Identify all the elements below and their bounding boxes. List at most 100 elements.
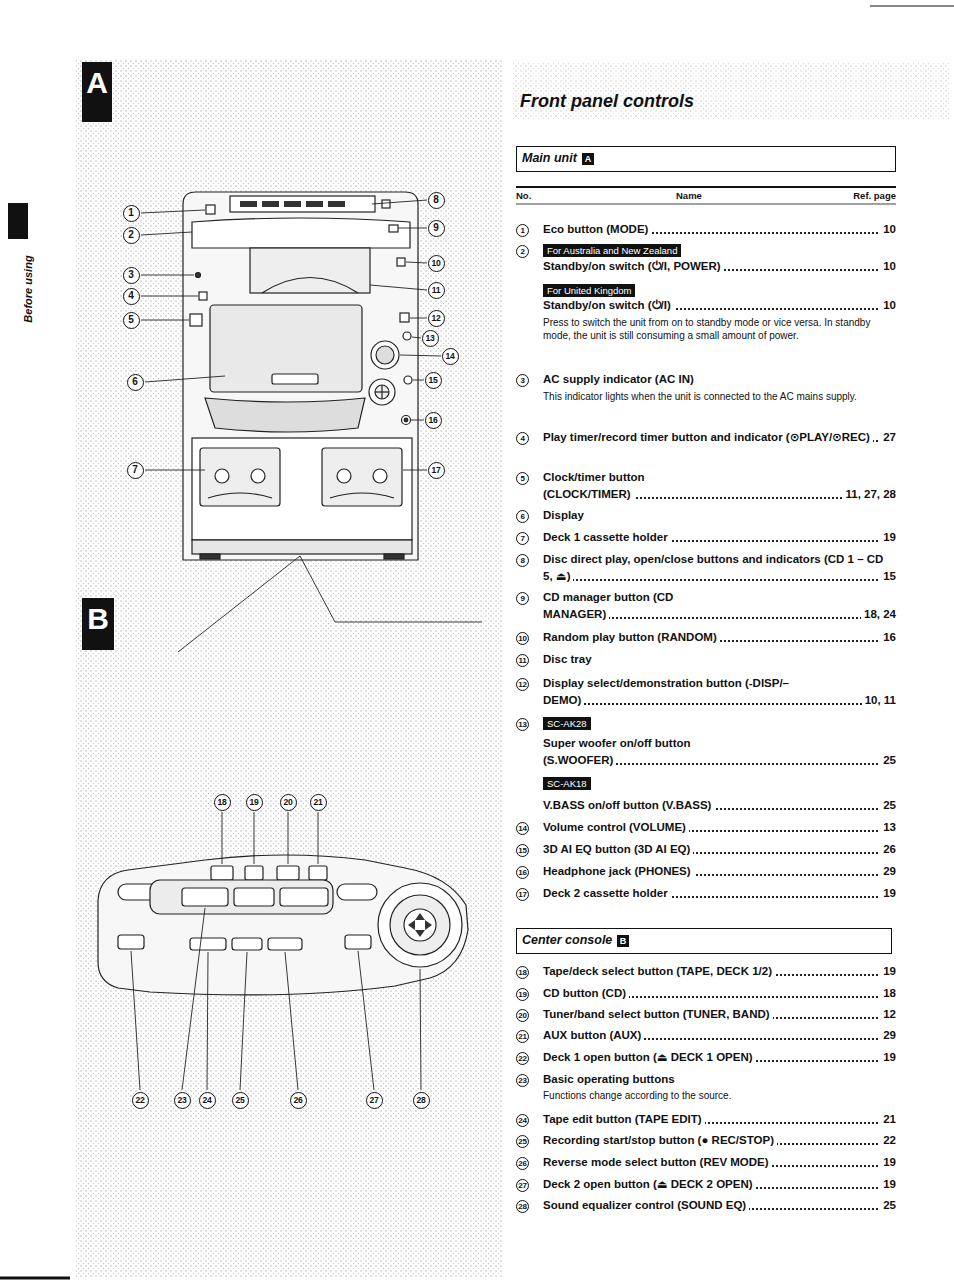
item-row: Standby/on switch (⏻/I) 10 xyxy=(543,297,896,314)
item-number: 25 xyxy=(516,1135,529,1148)
item-name-box: Headphone jack (PHONES) xyxy=(543,863,843,880)
item-name-box: Tape/deck select button (TAPE, DECK 1/2) xyxy=(543,963,843,980)
page-ref: 19 xyxy=(880,1154,896,1171)
item-name-box: Random play button (RANDOM) xyxy=(543,629,843,646)
model-band: SC-AK18 xyxy=(543,777,591,790)
leader-line xyxy=(178,556,300,652)
item-row: Deck 2 cassette holder19 xyxy=(543,885,896,902)
node-text: Main unit xyxy=(522,151,577,165)
item-row: Eco button (MODE)10 xyxy=(543,221,896,238)
main-unit-drawing xyxy=(196,273,201,278)
item-number: 22 xyxy=(516,1052,529,1065)
leader-line xyxy=(222,812,223,864)
item-row: Deck 1 cassette holder19 xyxy=(543,529,896,546)
item-row: Display select/demonstration button (-DI… xyxy=(543,675,896,709)
item-row: Random play button (RANDOM)16 xyxy=(543,629,896,646)
main-unit-drawing xyxy=(369,379,395,405)
item-name-box: CD button (CD) xyxy=(543,985,843,1002)
main-unit-drawing xyxy=(199,292,207,300)
item-name: Disc tray xyxy=(543,653,595,665)
callout-number: 4 xyxy=(123,288,140,305)
callout-number: 15 xyxy=(425,372,442,389)
item-row: 3D AI EQ button (3D AI EQ)26 xyxy=(543,841,896,858)
leader-line xyxy=(300,556,482,622)
item-name-box: Clock/timer button (CLOCK/TIMER) xyxy=(543,469,693,503)
item-name-box: Tuner/band select button (TUNER, BAND) xyxy=(543,1006,843,1023)
item-number: 20 xyxy=(516,1009,529,1022)
leader-line xyxy=(406,262,427,263)
leader-line xyxy=(141,296,198,297)
column-header: No. xyxy=(516,190,531,201)
callout-number: 28 xyxy=(413,1092,430,1109)
callout-number: 11 xyxy=(428,282,445,299)
item-name-box: CD manager button (CD MANAGER) xyxy=(543,589,683,623)
main-unit-drawing xyxy=(382,200,390,208)
center-console-drawing xyxy=(337,884,377,900)
leader-line xyxy=(411,420,424,421)
page-ref: 19 xyxy=(880,1049,896,1066)
callout-number: 23 xyxy=(174,1092,191,1109)
main-unit-drawing xyxy=(262,201,279,207)
main-unit-drawing xyxy=(376,346,394,364)
item-number: 28 xyxy=(516,1200,529,1213)
center-console-drawing xyxy=(390,895,450,955)
item-name: Deck 2 open button (⏏ DECK 2 OPEN) xyxy=(543,1178,756,1190)
leader-line xyxy=(318,812,319,864)
item-name: CD manager button (CD MANAGER) xyxy=(543,591,673,620)
item-row: Tape/deck select button (TAPE, DECK 1/2)… xyxy=(543,963,896,980)
callout-number: 8 xyxy=(428,192,445,209)
item-number: 16 xyxy=(516,866,529,879)
main-unit-drawing xyxy=(192,438,412,540)
region-band: For United Kingdom xyxy=(543,284,635,297)
page-ref: 10, 11 xyxy=(862,692,896,709)
main-unit-drawing xyxy=(206,205,215,214)
center-console-drawing xyxy=(404,909,436,941)
center-console-drawing xyxy=(211,866,233,880)
page-rules xyxy=(0,1277,70,1280)
main-unit-drawing xyxy=(284,201,301,207)
leader-line xyxy=(145,376,225,382)
item-number: 27 xyxy=(516,1179,529,1192)
stipple-ground xyxy=(76,60,502,1278)
center-console-drawing xyxy=(309,866,327,880)
center-console-drawing xyxy=(408,913,432,937)
item-row: Play timer/record timer button and indic… xyxy=(543,429,896,446)
item-number: 8 xyxy=(516,554,529,567)
item-name: Super woofer on/off button (S.WOOFER) xyxy=(543,737,691,766)
item-row: Deck 1 open button (⏏ DECK 1 OPEN) 19 xyxy=(543,1049,896,1066)
item-name-box: Standby/on switch (⏻/I, POWER) xyxy=(543,258,843,275)
stipple-ground xyxy=(76,60,950,1278)
leader-line xyxy=(145,470,205,471)
item-number: 14 xyxy=(516,822,529,835)
item-name: Recording start/stop button (● REC/STOP) xyxy=(543,1134,777,1146)
item-name-box: Deck 1 open button (⏏ DECK 1 OPEN) xyxy=(543,1049,843,1066)
main-unit-drawing xyxy=(251,469,265,483)
item-name-box: AUX button (AUX) xyxy=(543,1027,843,1044)
callout-number: 1 xyxy=(123,205,140,222)
callout-number: 5 xyxy=(123,312,140,329)
page-title: Front panel controls xyxy=(520,91,694,112)
page-ref: 10 xyxy=(880,297,896,314)
item-name-box: Standby/on switch (⏻/I) xyxy=(543,297,843,314)
callout-number: 20 xyxy=(280,794,297,811)
center-console-drawing xyxy=(378,883,462,967)
item-number: 12 xyxy=(516,678,529,691)
leader-line xyxy=(413,380,424,381)
main-unit-drawing xyxy=(306,201,323,207)
note-text: Functions change according to the source… xyxy=(543,1089,896,1102)
center-console-drawing xyxy=(232,938,262,950)
main-unit-drawing xyxy=(200,448,280,506)
main-unit-drawing xyxy=(262,278,358,294)
center-console-drawing xyxy=(98,855,468,995)
main-unit-drawing xyxy=(375,385,389,399)
item-row: AC supply indicator (AC IN) xyxy=(543,371,896,388)
main-unit-drawing xyxy=(322,448,402,506)
main-unit-drawing xyxy=(192,218,410,248)
leader-line xyxy=(141,200,482,652)
main-unit-drawing xyxy=(200,554,220,559)
item-name: CD button (CD) xyxy=(543,987,629,999)
page-ref: 25 xyxy=(880,797,896,814)
callout-number: 18 xyxy=(214,794,231,811)
center-console-drawing xyxy=(182,888,228,906)
